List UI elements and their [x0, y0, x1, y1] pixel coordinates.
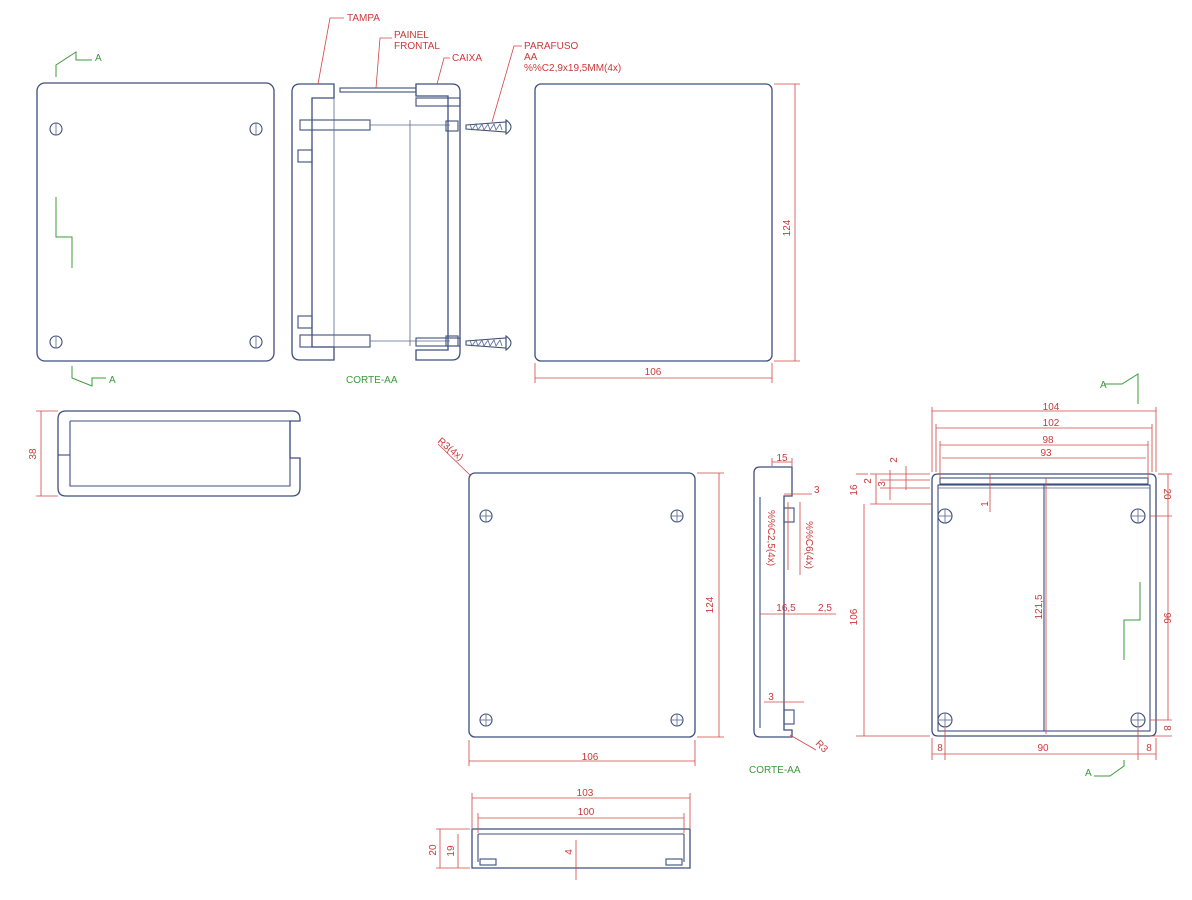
dim-19: 19	[446, 845, 457, 857]
dim-106c: 106	[849, 608, 860, 625]
dim-1: 1	[980, 501, 991, 507]
dim-20: 20	[428, 844, 439, 856]
dim-15: 15	[776, 453, 788, 464]
dim-38: 38	[28, 448, 39, 460]
dim-20b: 20	[1161, 488, 1172, 500]
screw-icon	[465, 334, 512, 352]
dim-2a: 2	[889, 457, 900, 463]
section-line	[55, 197, 73, 268]
screw-hole-icon	[49, 122, 63, 136]
screw-hole-icon	[670, 713, 684, 727]
label-frontal: FRONTAL	[394, 41, 440, 52]
lid-front-view: A A	[36, 51, 275, 387]
screw-hole-icon	[249, 335, 263, 349]
label-parafuso-spec: %%C2,9x19,5MM(4x)	[524, 63, 621, 74]
lid-section-view: 15 3 %%C2,5(4x) %%C6(4x) 16,5 2,5 3 R3 C…	[749, 453, 836, 776]
dim-8c: 8	[1161, 725, 1172, 731]
label-caixa: CAIXA	[452, 53, 482, 64]
dim-106: 106	[645, 367, 662, 378]
label-parafuso: PARAFUSO	[524, 41, 578, 52]
label-c6: %%C6(4x)	[803, 521, 814, 569]
section-arrow-icon	[71, 366, 106, 387]
dim-121-5: 121,5	[1034, 594, 1045, 619]
box-top-view: A A 104 102 98 93 2 2 3 16 1	[849, 373, 1172, 779]
section-arrow-icon	[55, 51, 92, 77]
exploded-section-view: TAMPA PAINEL FRONTAL CAIXA PARAFUSO AA %…	[291, 13, 621, 386]
box-side-view: 38	[28, 410, 301, 497]
dim-124b: 124	[705, 596, 716, 613]
screw-hole-icon	[937, 508, 953, 524]
dim-103: 103	[577, 788, 594, 799]
label-r3: R3	[813, 738, 830, 755]
screw-hole-icon	[479, 713, 493, 727]
dim-3b: 3	[768, 692, 774, 703]
screw-hole-icon	[1130, 508, 1146, 524]
dim-93: 93	[1040, 448, 1052, 459]
label-c25: %%C2,5(4x)	[765, 510, 776, 566]
dim-104: 104	[1043, 402, 1060, 413]
label-r3-4x: R3(4x)	[435, 436, 465, 464]
screw-hole-icon	[49, 335, 63, 349]
dim-124: 124	[782, 219, 793, 236]
dim-3a: 3	[814, 485, 820, 496]
dim-90: 90	[1037, 743, 1049, 754]
label-tampa: TAMPA	[347, 13, 380, 24]
dim-102: 102	[1043, 418, 1060, 429]
section-mark-label: A	[109, 375, 116, 386]
screw-hole-icon	[937, 712, 953, 728]
dim-4: 4	[564, 849, 575, 855]
section-mark-label: A	[1100, 380, 1107, 391]
dim-16: 16	[849, 484, 860, 496]
dim-16-5: 16,5	[776, 603, 796, 614]
section-mark-label: A	[95, 53, 102, 64]
dim-8b: 8	[1146, 743, 1152, 754]
section-arrow-icon	[1104, 373, 1139, 404]
screw-icon	[465, 118, 512, 136]
dim-3c: 3	[877, 481, 888, 487]
label-painel: PAINEL	[394, 30, 429, 41]
section-mark-label: A	[1085, 768, 1092, 779]
lid-top-view: R3(4x) 124 106	[435, 436, 724, 766]
dim-106b: 106	[582, 752, 599, 763]
dim-2-5: 2,5	[818, 603, 832, 614]
dim-96: 96	[1161, 612, 1172, 624]
section-arrow-icon	[1094, 760, 1125, 777]
screw-hole-icon	[249, 122, 263, 136]
dim-2b: 2	[863, 478, 874, 484]
label-parafuso-aa: AA	[524, 52, 538, 63]
corte-aa-label: CORTE-AA	[346, 375, 398, 386]
screw-hole-icon	[1130, 712, 1146, 728]
section-line	[1123, 582, 1141, 660]
dim-98: 98	[1042, 435, 1054, 446]
screw-hole-icon	[670, 509, 684, 523]
dim-100: 100	[578, 807, 595, 818]
lid-bottom-view: 103 100 20 19 4	[428, 788, 691, 880]
box-back-view: 124 106	[534, 83, 800, 383]
corte-aa-label-2: CORTE-AA	[749, 765, 801, 776]
dim-8a: 8	[937, 743, 943, 754]
screw-hole-icon	[479, 509, 493, 523]
